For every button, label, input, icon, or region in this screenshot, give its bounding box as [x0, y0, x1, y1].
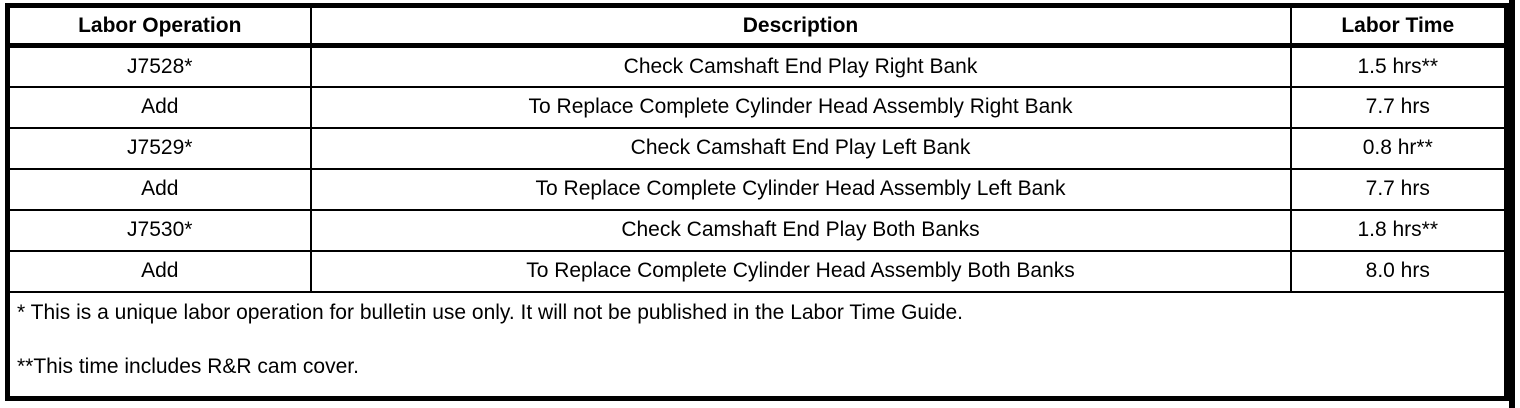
cell-labor-operation: Add — [6, 249, 312, 293]
cell-labor-operation: J7529* — [6, 126, 312, 170]
table-row: Add To Replace Complete Cylinder Head As… — [6, 85, 1508, 129]
cell-description: To Replace Complete Cylinder Head Assemb… — [309, 167, 1292, 211]
cell-description: To Replace Complete Cylinder Head Assemb… — [309, 85, 1292, 129]
cell-labor-time: 1.8 hrs** — [1289, 208, 1508, 252]
cell-labor-time: 1.5 hrs** — [1289, 44, 1508, 88]
cell-labor-time: 7.7 hrs — [1289, 167, 1508, 211]
table-row: J7529* Check Camshaft End Play Left Bank… — [6, 126, 1508, 170]
cell-labor-operation: J7530* — [6, 208, 312, 252]
header-labor-operation: Labor Operation — [6, 4, 312, 48]
cell-labor-operation: J7528* — [6, 44, 312, 88]
table-row: J7528* Check Camshaft End Play Right Ban… — [6, 44, 1508, 88]
header-labor-time: Labor Time — [1289, 4, 1508, 48]
table-header-row: Labor Operation Description Labor Time — [6, 4, 1508, 48]
footnote-time-includes: **This time includes R&R cam cover. — [17, 354, 359, 378]
cell-description: Check Camshaft End Play Right Bank — [309, 44, 1292, 88]
cell-labor-time: 0.8 hr** — [1289, 126, 1508, 170]
labor-operation-table: Labor Operation Description Labor Time J… — [5, 3, 1509, 401]
footnote-unique-operation: * This is a unique labor operation for b… — [17, 300, 963, 324]
table-row: Add To Replace Complete Cylinder Head As… — [6, 249, 1508, 293]
footnotes-cell: * This is a unique labor operation for b… — [6, 290, 1508, 400]
table-row: J7530* Check Camshaft End Play Both Bank… — [6, 208, 1508, 252]
cell-labor-time: 7.7 hrs — [1289, 85, 1508, 129]
footnotes-row: * This is a unique labor operation for b… — [6, 290, 1508, 400]
cell-description: To Replace Complete Cylinder Head Assemb… — [309, 249, 1292, 293]
table-row: Add To Replace Complete Cylinder Head As… — [6, 167, 1508, 211]
header-description: Description — [309, 4, 1292, 48]
page-edge-line — [1509, 0, 1515, 408]
cell-description: Check Camshaft End Play Left Bank — [309, 126, 1292, 170]
cell-labor-operation: Add — [6, 85, 312, 129]
cell-labor-operation: Add — [6, 167, 312, 211]
cell-labor-time: 8.0 hrs — [1289, 249, 1508, 293]
cell-description: Check Camshaft End Play Both Banks — [309, 208, 1292, 252]
